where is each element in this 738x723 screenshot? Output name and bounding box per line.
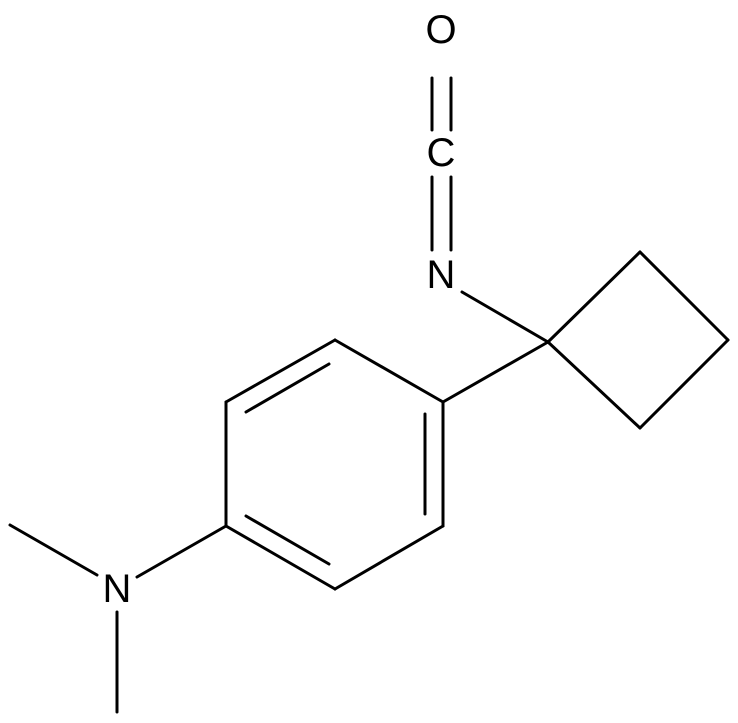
atom-label-isocyanate-nitrogen: N bbox=[427, 253, 456, 297]
benzene-bond-5 bbox=[333, 524, 445, 591]
benzene-inner-bond-c bbox=[244, 514, 331, 566]
atom-label-carbon: C bbox=[427, 131, 456, 175]
benzene-bond-2 bbox=[224, 338, 337, 404]
atom-label-oxygen: O bbox=[425, 8, 456, 52]
isocyanate-group bbox=[430, 76, 550, 344]
ring-bond-4 bbox=[546, 340, 642, 430]
bond-n-methyl-1 bbox=[8, 523, 99, 577]
ring-bond-1 bbox=[546, 250, 642, 344]
cyclobutane-ring bbox=[546, 250, 730, 430]
ring-bond-2 bbox=[638, 250, 730, 342]
dimethylamino-group bbox=[8, 523, 228, 714]
ring-bond-3 bbox=[638, 338, 730, 430]
bond-n-cyclobutyl bbox=[460, 290, 550, 344]
benzene-bond-4 bbox=[224, 524, 337, 591]
benzene-inner-bond-a bbox=[244, 362, 331, 414]
bond-phenyl-n bbox=[135, 524, 228, 579]
benzene-ring bbox=[224, 338, 445, 591]
bond-cyclobutyl-phenyl bbox=[441, 340, 550, 404]
atom-label-amine-nitrogen: N bbox=[103, 567, 132, 611]
benzene-bond-1 bbox=[333, 338, 445, 404]
